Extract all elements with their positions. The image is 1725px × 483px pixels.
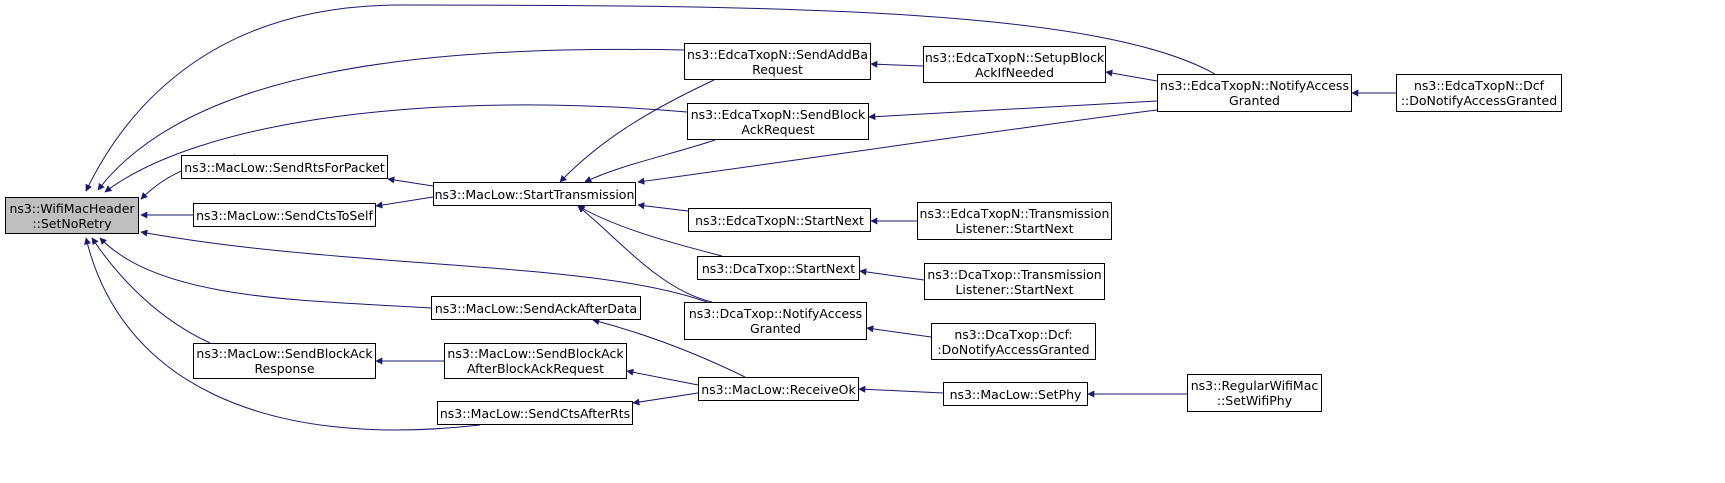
edge-receiveok-to-sendctsafterrts bbox=[632, 392, 699, 406]
edge-dca_dcf_notify-to-dca_notifyaccess bbox=[866, 325, 932, 338]
node-label-line: ns3::MacLow::ReceiveOk bbox=[701, 381, 856, 397]
edge-edca_startnext-to-starttransmission bbox=[637, 202, 689, 212]
node-sendackafterdata[interactable]: ns3::MacLow::SendAckAfterData bbox=[431, 296, 641, 320]
edge-dca_notifyaccess-to-setnoretry bbox=[140, 229, 713, 305]
edge-edca_notifyaccess-to-sendblockackrequest bbox=[868, 100, 1158, 121]
node-edca-dcf-notify[interactable]: ns3::EdcaTxopN::Dcf::DoNotifyAccessGrant… bbox=[1396, 74, 1562, 112]
node-label-line: AfterBlockAckRequest bbox=[466, 361, 605, 376]
node-label-line: ::DoNotifyAccessGranted bbox=[1400, 93, 1558, 108]
node-label-line: ns3::EdcaTxopN::SetupBlock bbox=[924, 49, 1105, 65]
node-label-line: ns3::EdcaTxopN::SendAddBa bbox=[686, 46, 869, 62]
edge-dca_notifyaccess-to-starttransmission bbox=[577, 205, 713, 303]
node-sendrtsforpacket[interactable]: ns3::MacLow::SendRtsForPacket bbox=[181, 155, 388, 179]
node-label-line: ns3::EdcaTxopN::StartNext bbox=[695, 212, 864, 228]
edge-sendblockackresponse-to-setnoretry bbox=[91, 237, 211, 344]
node-receiveok[interactable]: ns3::MacLow::ReceiveOk bbox=[698, 377, 859, 401]
node-label-line: ::SetNoRetry bbox=[32, 215, 112, 231]
edge-sendaddba-to-setnoretry bbox=[97, 48, 685, 191]
edge-setupblockack-to-sendaddba bbox=[870, 60, 924, 68]
node-label-line: Listener::StartNext bbox=[955, 281, 1074, 297]
node-label-line: ns3::MacLow::SendBlockAck bbox=[447, 346, 624, 361]
node-label-line: ns3::DcaTxop::Transmission bbox=[927, 266, 1102, 282]
node-label-line: ns3::MacLow::SetPhy bbox=[949, 386, 1082, 402]
edge-dca_tl_startnext-to-dca_startnext bbox=[859, 268, 925, 281]
node-label-line: ns3::MacLow::SendBlockAck bbox=[196, 346, 373, 361]
edge-receiveok-to-sendackafterdata bbox=[592, 318, 746, 378]
edge-sendblockackrequest-to-setnoretry bbox=[104, 104, 688, 193]
edge-setphy-to-receiveok bbox=[858, 385, 944, 394]
node-label-line: Request bbox=[752, 61, 803, 77]
edge-sendaddba-to-starttransmission bbox=[559, 79, 715, 183]
edge-sendackafterdata-to-setnoretry bbox=[99, 237, 432, 309]
node-setnoretry: ns3::WifiMacHeader::SetNoRetry bbox=[5, 197, 139, 234]
edge-edca_notifyaccess-to-setnoretry bbox=[85, 4, 1216, 192]
node-setphy[interactable]: ns3::MacLow::SetPhy bbox=[943, 382, 1088, 406]
node-starttransmission[interactable]: ns3::MacLow::StartTransmission bbox=[433, 182, 636, 206]
node-sendctstoself[interactable]: ns3::MacLow::SendCtsToSelf bbox=[193, 203, 376, 227]
node-label-line: ::SetWifiPhy bbox=[1216, 393, 1293, 408]
node-label-line: Granted bbox=[1229, 93, 1280, 108]
edge-starttransmission-to-sendctstoself bbox=[375, 196, 434, 209]
edge-starttransmission-to-sendrtsforpacket bbox=[387, 176, 434, 187]
edge-receiveok-to-sendblockackafterbar bbox=[626, 368, 699, 386]
node-label-line: ns3::DcaTxop::NotifyAccess bbox=[688, 306, 863, 321]
edge-sendctsafterrts-to-setnoretry bbox=[84, 237, 481, 431]
node-dca-dcf-notify[interactable]: ns3::DcaTxop::Dcf::DoNotifyAccessGranted bbox=[931, 323, 1096, 360]
node-label-line: ns3::WifiMacHeader bbox=[9, 200, 135, 216]
node-label-line: ns3::DcaTxop::Dcf: bbox=[954, 326, 1073, 342]
node-label-line: ns3::MacLow::SendCtsToSelf bbox=[196, 207, 373, 223]
node-label-line: ns3::MacLow::SendRtsForPacket bbox=[184, 159, 385, 175]
edge-sendblockackrequest-to-starttransmission bbox=[584, 139, 716, 183]
node-edca-startnext[interactable]: ns3::EdcaTxopN::StartNext bbox=[688, 208, 871, 232]
node-label-line: ns3::MacLow::StartTransmission bbox=[434, 186, 635, 202]
edge-edca_notifyaccess-to-starttransmission bbox=[637, 109, 1158, 185]
edge-dca_startnext-to-starttransmission bbox=[577, 205, 723, 257]
node-label-line: Response bbox=[254, 361, 315, 376]
node-label-line: ns3::EdcaTxopN::Transmission bbox=[919, 206, 1110, 221]
node-label-line: ns3::EdcaTxopN::SendBlock bbox=[690, 106, 866, 122]
node-label-line: :DoNotifyAccessGranted bbox=[937, 341, 1090, 357]
node-label-line: Listener::StartNext bbox=[955, 221, 1074, 236]
edge-edca_notifyaccess-to-setupblockack bbox=[1105, 69, 1158, 82]
node-label-line: Granted bbox=[750, 321, 801, 336]
node-label-line: ns3::MacLow::SendAckAfterData bbox=[434, 300, 638, 316]
node-label-line: ns3::DcaTxop::StartNext bbox=[701, 260, 856, 276]
node-label-line: ns3::EdcaTxopN::NotifyAccess bbox=[1160, 78, 1349, 93]
node-label-line: AckRequest bbox=[741, 121, 815, 137]
node-dca-startnext[interactable]: ns3::DcaTxop::StartNext bbox=[697, 256, 860, 280]
node-setwifiphy[interactable]: ns3::RegularWifiMac::SetWifiPhy bbox=[1187, 374, 1322, 412]
node-label-line: ns3::EdcaTxopN::Dcf bbox=[1413, 78, 1545, 93]
node-label-line: AckIfNeeded bbox=[975, 64, 1054, 80]
node-sendctsafterrts[interactable]: ns3::MacLow::SendCtsAfterRts bbox=[437, 401, 633, 425]
node-label-line: ns3::MacLow::SendCtsAfterRts bbox=[439, 405, 631, 421]
node-label-line: ns3::RegularWifiMac bbox=[1190, 378, 1319, 393]
